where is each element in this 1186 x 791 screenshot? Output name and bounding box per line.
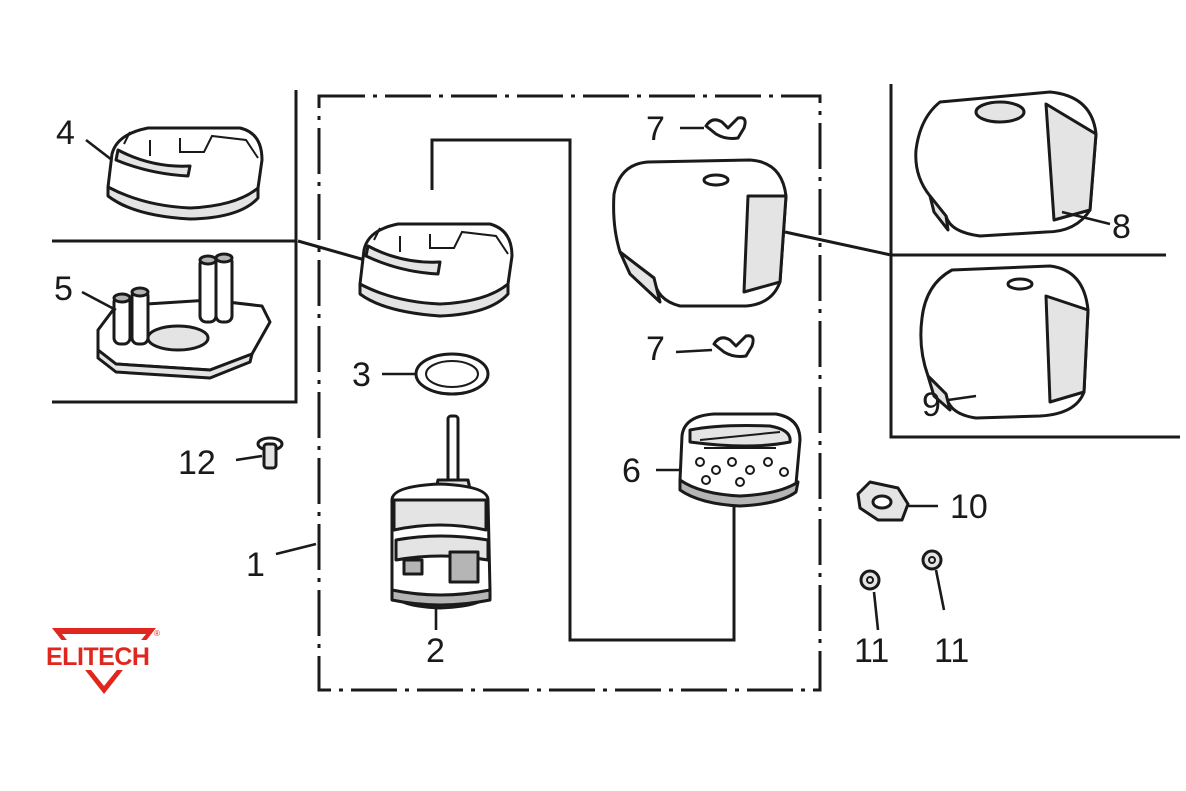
- assembly-boundary: [317, 94, 822, 692]
- brand-logo: ELITECH ®: [44, 628, 160, 694]
- callout-10: 10: [950, 488, 988, 526]
- connector-line-top: [297, 239, 373, 264]
- part-9-cover: [919, 264, 1090, 420]
- part-6-filter-element: [678, 412, 802, 508]
- part-10-gasket: [856, 480, 910, 522]
- callout-11-left: 11: [854, 632, 889, 670]
- part-8-cover: [914, 90, 1098, 238]
- connector-line-right: [784, 230, 892, 257]
- assembly-cleaner-cover: [612, 158, 788, 308]
- part-2-oil-bath-unit: [390, 414, 492, 610]
- assembly-base-cup: [358, 222, 514, 318]
- leader-lines: [81, 126, 1111, 631]
- callout-11-right: 11: [934, 632, 969, 670]
- part-4-base: [106, 126, 264, 221]
- logo-trademark: ®: [154, 629, 160, 638]
- callout-6: 6: [622, 452, 641, 490]
- part-11-nut-right: [921, 549, 943, 571]
- callout-4: 4: [56, 114, 75, 152]
- part-11-nut-left: [859, 569, 881, 591]
- callout-5: 5: [54, 270, 73, 308]
- callout-2: 2: [426, 632, 445, 670]
- callout-3: 3: [352, 356, 371, 394]
- callout-12: 12: [178, 444, 216, 482]
- part-5-base-with-tubes: [96, 252, 272, 380]
- callout-7-top: 7: [646, 110, 665, 148]
- part-7-wing-nut-bottom: [712, 334, 755, 358]
- part-7-wing-nut-top: [704, 116, 747, 140]
- right-variant-box: [889, 84, 1180, 439]
- part-3-seal-ring: [414, 352, 490, 396]
- callout-1: 1: [246, 546, 265, 584]
- callout-labels: 4 5 3 12 1 2 7 7 6 8 9 10 11 11: [54, 110, 1131, 670]
- logo-chevron-mark: [52, 628, 156, 694]
- callout-9: 9: [922, 386, 941, 424]
- logo-text: ELITECH: [46, 643, 149, 671]
- part-12-bolt: [256, 436, 284, 470]
- left-variant-box: [52, 90, 298, 404]
- callout-7-bottom: 7: [646, 330, 665, 368]
- callout-8: 8: [1112, 208, 1131, 246]
- assembly-link-line: [430, 138, 736, 642]
